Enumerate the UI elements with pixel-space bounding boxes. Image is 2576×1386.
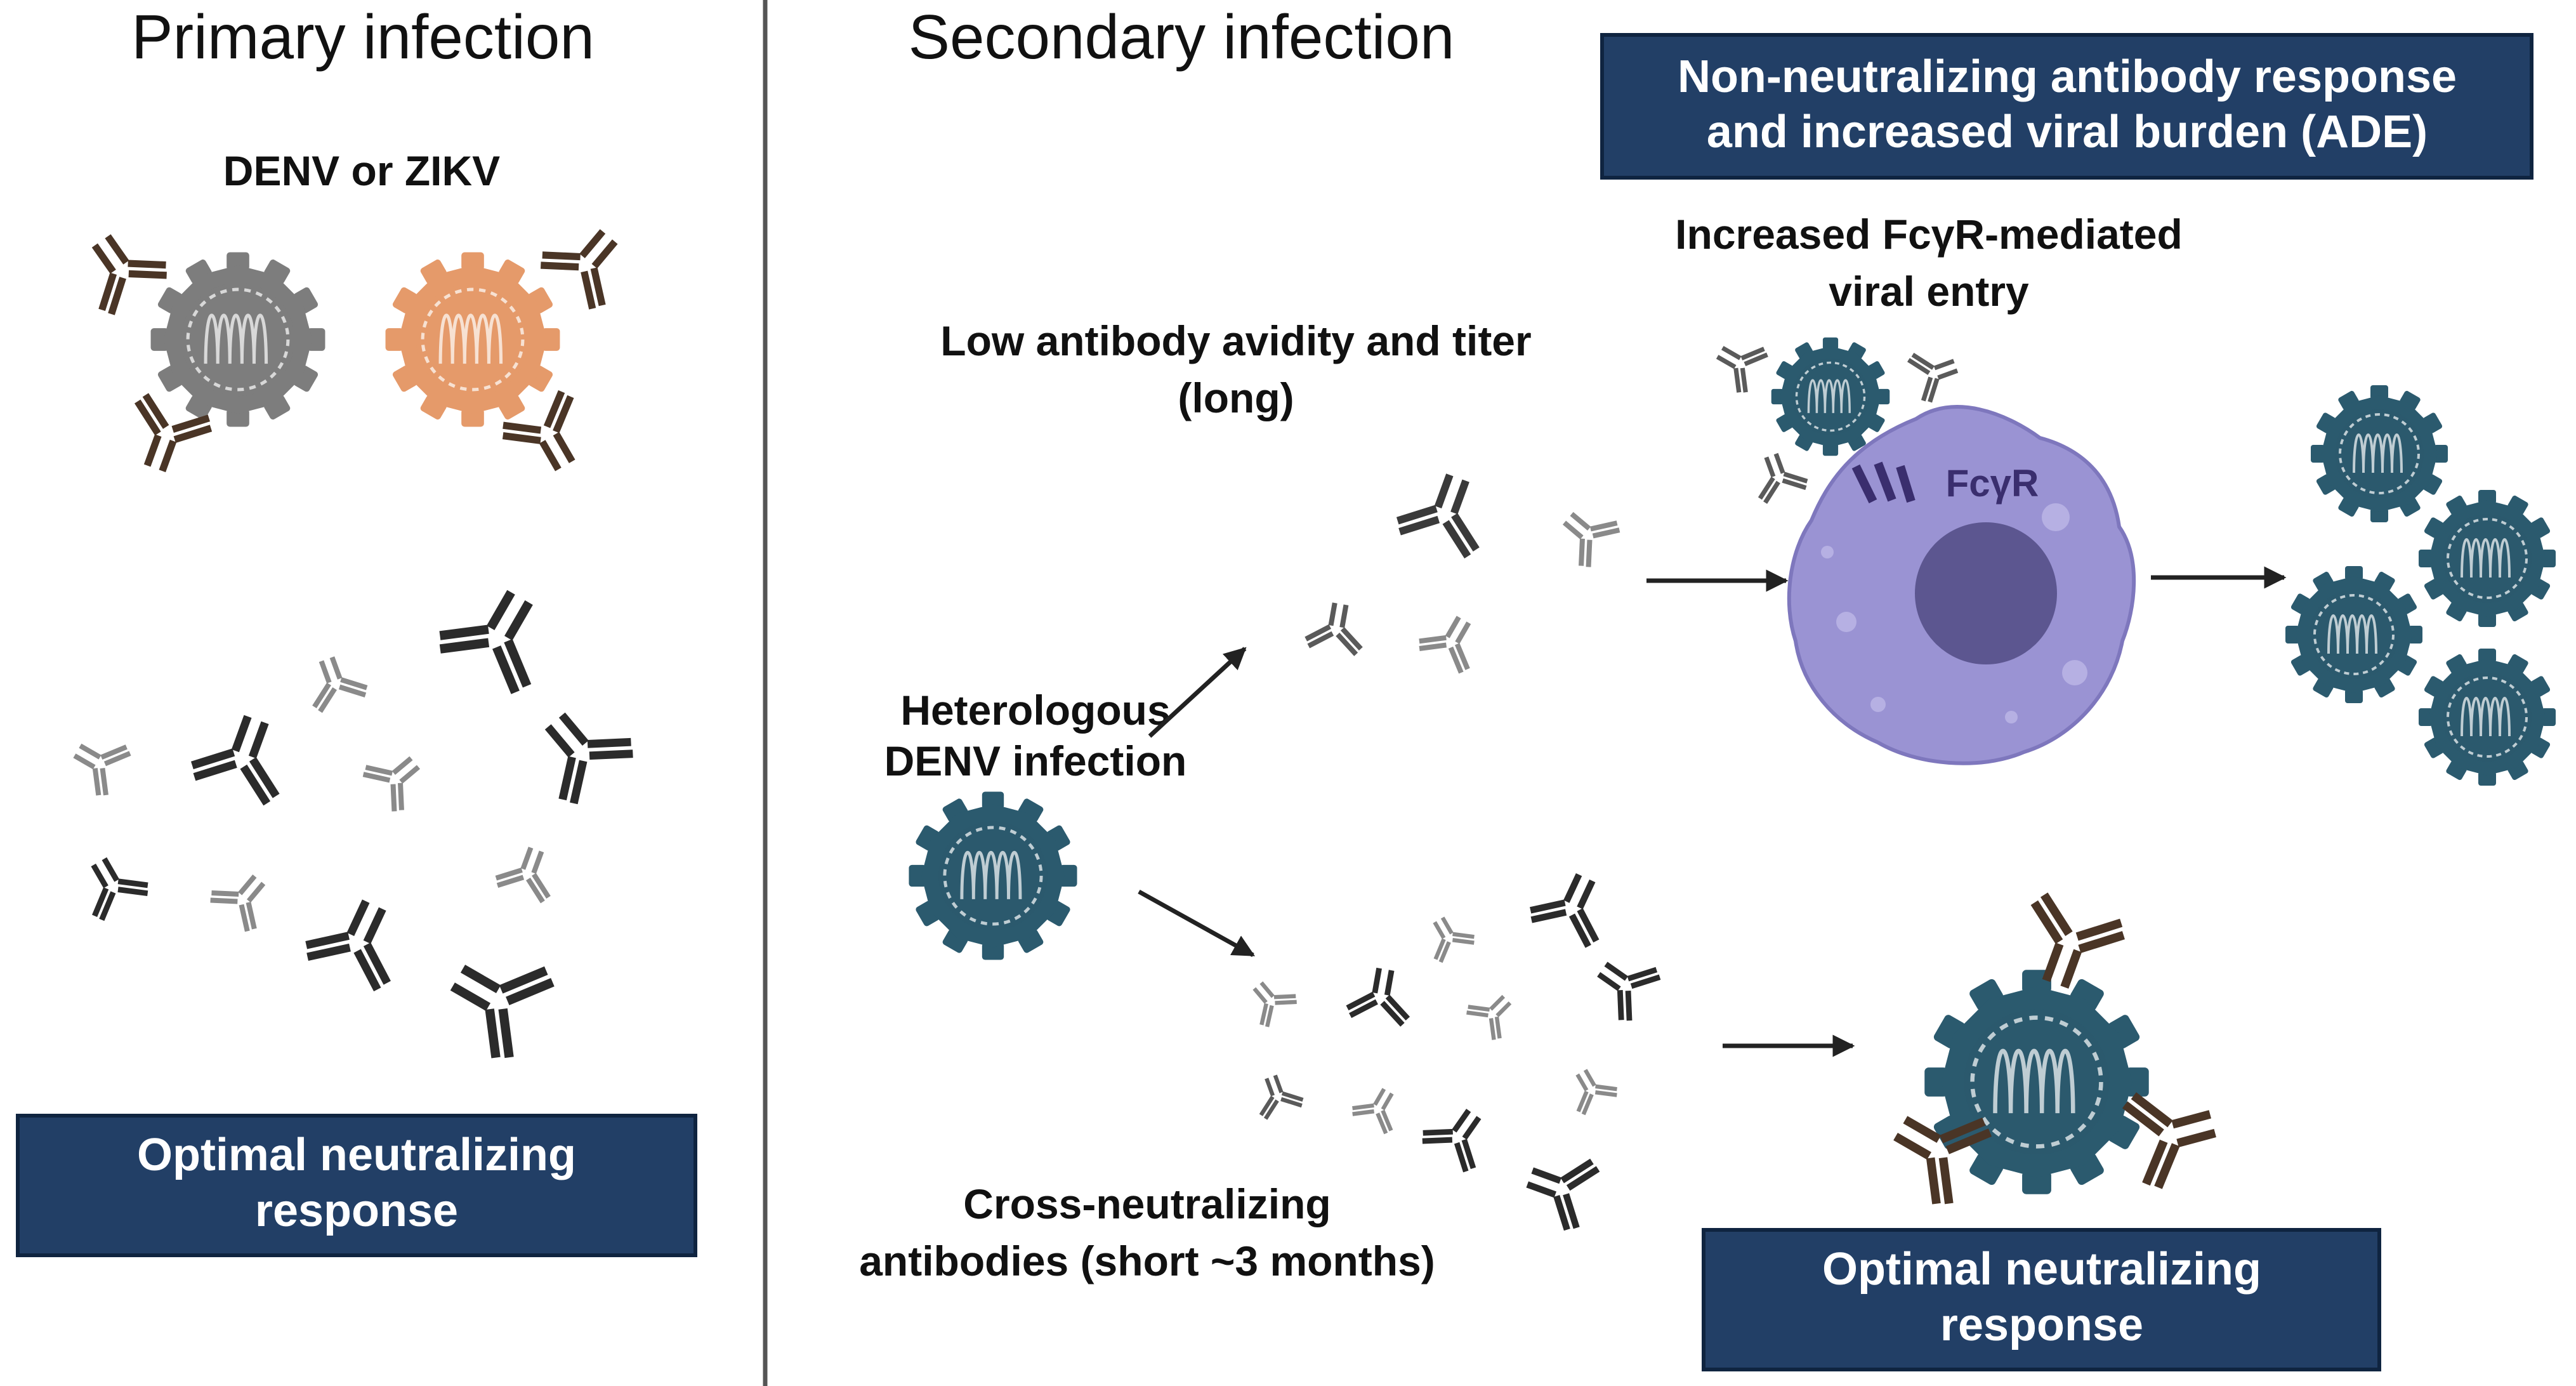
virus-icon	[2310, 384, 2449, 524]
antibody-icon	[207, 862, 280, 934]
zikv-virus-icon	[386, 253, 560, 427]
antibody-icon	[537, 211, 639, 312]
antibody-icon	[1416, 606, 1488, 675]
arrow-icon	[1138, 889, 1256, 958]
antibody-icon	[1562, 1061, 1620, 1116]
antibody-icon	[1907, 342, 1964, 404]
left-optimal-response-line2: response	[255, 1185, 458, 1236]
ade-box-line2: and increased viral burden (ADE)	[1707, 107, 2428, 157]
antibody-icon	[1419, 1097, 1499, 1174]
cross-neutralizing-antibodies	[1240, 862, 1662, 1232]
virus-icon	[2417, 647, 2557, 787]
antibody-icon	[434, 572, 563, 696]
antibody-icon	[301, 650, 369, 713]
arrow-icon	[1148, 647, 1247, 738]
antibody-icon	[1518, 1144, 1600, 1232]
heterologous-line2: DENV infection	[884, 737, 1187, 784]
antibody-icon	[69, 218, 171, 317]
heterologous-line1: Heterologous	[900, 687, 1170, 734]
entering-virus-icon	[1770, 336, 1891, 457]
antibody-icon	[1464, 984, 1523, 1042]
primary-free-antibodies	[63, 572, 638, 1064]
virus-icon	[2284, 565, 2424, 704]
low-avidity-line1: Low antibody avidity and titer	[940, 317, 1531, 364]
low-avidity-line2: (long)	[1178, 374, 1294, 421]
left-optimal-response-line1: Optimal neutralizing	[137, 1130, 576, 1180]
antibody-icon	[1550, 497, 1622, 570]
low-avidity-antibodies	[1304, 463, 1622, 675]
ade-box-line1: Non-neutralizing antibody response	[1678, 51, 2457, 102]
right-optimal-response-box	[1702, 1228, 2381, 1371]
antibody-icon	[302, 886, 415, 992]
antibody-icon	[1707, 331, 1769, 395]
antibody-icon	[72, 847, 152, 922]
antibody-icon	[1250, 1069, 1304, 1120]
right-optimal-response-line2: response	[1940, 1300, 2143, 1350]
antibody-icon	[361, 741, 433, 814]
antibody-icon	[1527, 862, 1619, 949]
antibody-icon	[2123, 1078, 2224, 1190]
replicated-viruses	[2284, 384, 2557, 787]
denv-virus-icon	[151, 253, 325, 427]
heterologous-denv-virus-icon	[909, 791, 1077, 960]
secondary-infection-heading: Secondary infection	[909, 2, 1455, 72]
increased-entry-line1: Increased FcγR-mediated	[1675, 211, 2183, 258]
virus-icon	[2417, 489, 2557, 628]
left-optimal-response-box	[16, 1114, 697, 1257]
increased-entry-line2: viral entry	[1829, 268, 2029, 315]
denv-or-zikv-label: DENV or ZIKV	[223, 147, 500, 194]
right-optimal-response-line1: Optimal neutralizing	[1822, 1244, 2261, 1295]
antibody-icon	[188, 704, 298, 805]
antibody-icon	[1304, 599, 1368, 655]
cross-neutralizing-line2: antibodies (short ~3 months)	[859, 1238, 1435, 1284]
antibody-icon	[1747, 447, 1809, 504]
receptor-icon	[1851, 461, 1916, 504]
ade-box	[1600, 33, 2533, 180]
cross-neutralizing-line1: Cross-neutralizing	[963, 1180, 1331, 1227]
neutralized-virus-icon	[1924, 970, 2148, 1194]
antibody-icon	[1585, 944, 1662, 1024]
antibody-icon	[1395, 463, 1497, 558]
antibody-icon	[1346, 964, 1416, 1026]
antibody-icon	[433, 934, 556, 1064]
antibody-icon	[494, 840, 562, 904]
antibody-icon	[1419, 909, 1477, 963]
fcgr-label: FcγR	[1946, 462, 2039, 505]
antibody-icon	[63, 727, 132, 798]
macrophage-icon	[1787, 405, 2136, 765]
antibody-icon	[1240, 971, 1299, 1029]
antibody-icon	[1350, 1080, 1408, 1135]
antibody-icon	[521, 692, 638, 807]
primary-infection-heading: Primary infection	[131, 2, 595, 72]
